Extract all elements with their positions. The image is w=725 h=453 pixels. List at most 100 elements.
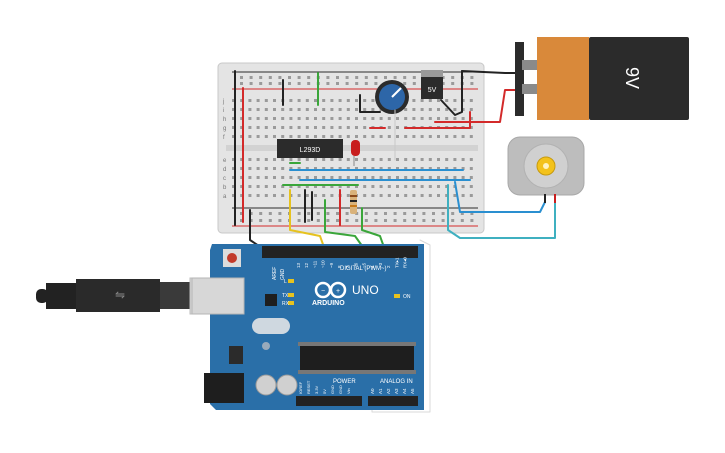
breadboard-hole	[379, 158, 383, 161]
breadboard-hole	[314, 135, 317, 138]
breadboard-hole	[412, 108, 416, 111]
rail-hole	[441, 82, 445, 85]
breadboard-hole	[437, 117, 440, 120]
breadboard-hole	[264, 176, 268, 179]
power-label: POWER	[333, 379, 356, 385]
on-label: ON	[403, 294, 411, 300]
breadboard-hole	[330, 126, 334, 129]
breadboard-hole	[338, 167, 342, 170]
breadboard-hole	[371, 117, 375, 120]
breadboard-hole	[256, 117, 260, 120]
digital-pin-label: ~11	[312, 260, 317, 268]
breadboard-hole	[281, 126, 285, 129]
breadboard-hole	[363, 185, 367, 188]
breadboard-hole	[314, 117, 317, 120]
rail-hole	[355, 82, 359, 85]
rail-hole	[240, 212, 243, 215]
battery-9v[interactable]: 9V	[515, 37, 689, 120]
breadboard-hole	[281, 108, 285, 111]
breadboard-hole	[445, 135, 449, 138]
breadboard-hole	[453, 167, 457, 170]
breadboard-hole	[412, 158, 416, 161]
breadboard-hole	[256, 135, 260, 138]
rail-hole	[307, 212, 311, 215]
analog-pin-label: A3	[394, 388, 399, 394]
rail-hole	[451, 76, 455, 79]
breadboard-hole	[240, 185, 244, 188]
red-led[interactable]	[351, 140, 360, 166]
breadboard-hole	[256, 185, 260, 188]
breadboard-hole	[371, 194, 375, 197]
breadboard-hole	[248, 167, 252, 170]
breadboard-hole	[330, 158, 334, 161]
breadboard-hole	[330, 194, 334, 197]
row-letter-h: h	[223, 117, 226, 123]
breadboard-hole	[396, 135, 399, 138]
breadboard-hole	[363, 135, 367, 138]
breadboard-hole	[281, 167, 285, 170]
breadboard-hole	[232, 99, 235, 102]
breadboard-hole	[273, 108, 276, 111]
breadboard-hole	[469, 117, 473, 120]
breadboard-hole	[363, 117, 367, 120]
rail-hole	[441, 219, 445, 222]
crystal	[252, 318, 290, 334]
rail-hole	[412, 212, 416, 215]
breadboard-hole	[264, 185, 268, 188]
breadboard-hole	[412, 194, 416, 197]
usb-socket	[191, 277, 245, 315]
resistor[interactable]	[350, 190, 357, 214]
breadboard-hole	[445, 108, 449, 111]
breadboard-hole	[428, 117, 432, 120]
breadboard-hole	[437, 167, 440, 170]
regulator-chip	[229, 346, 243, 364]
breadboard-hole	[256, 126, 260, 129]
rail-hole	[470, 76, 474, 79]
breadboard-hole	[297, 158, 301, 161]
breadboard-hole	[445, 158, 449, 161]
breadboard-hole	[240, 194, 244, 197]
breadboard-hole	[240, 176, 244, 179]
breadboard-hole	[289, 108, 293, 111]
rail-hole	[297, 82, 301, 85]
rail-hole	[307, 82, 311, 85]
breadboard-hole	[232, 158, 235, 161]
breadboard-hole	[281, 158, 285, 161]
breadboard-hole	[412, 117, 416, 120]
breadboard-hole	[461, 117, 465, 120]
breadboard-hole	[232, 108, 235, 111]
rail-hole	[441, 76, 445, 79]
breadboard-hole	[461, 185, 465, 188]
breadboard-hole	[305, 126, 309, 129]
rail-hole	[249, 219, 253, 222]
breadboard-hole	[363, 176, 367, 179]
rail-hole	[451, 212, 455, 215]
analog-pin-label: A5	[410, 388, 415, 394]
digital-pin-label: 12	[304, 262, 309, 268]
led-rx-label: RX	[282, 301, 290, 307]
breadboard-hole	[445, 194, 449, 197]
rail-hole	[316, 212, 320, 215]
breadboard-hole	[420, 108, 424, 111]
breadboard-hole	[346, 194, 350, 197]
breadboard-hole	[297, 194, 301, 197]
capacitor-2	[276, 374, 298, 396]
voltage-regulator[interactable]: 5V	[421, 70, 443, 99]
rail-hole	[326, 219, 330, 222]
potentiometer[interactable]	[375, 80, 409, 114]
rail-hole	[364, 76, 368, 79]
breadboard-hole	[305, 135, 309, 138]
breadboard-hole	[322, 117, 326, 120]
breadboard-hole	[363, 99, 367, 102]
breadboard-hole	[232, 135, 235, 138]
l293d-chip[interactable]: L293D	[277, 139, 343, 158]
rail-hole	[288, 82, 291, 85]
battery-label: 9V	[622, 67, 642, 89]
analog-pin-label: A4	[402, 388, 407, 394]
dc-motor[interactable]	[507, 136, 585, 203]
breadboard-hole	[420, 167, 424, 170]
power-pin-label: IOREF	[298, 381, 303, 394]
breadboard-hole	[363, 167, 367, 170]
rail-hole	[249, 82, 253, 85]
